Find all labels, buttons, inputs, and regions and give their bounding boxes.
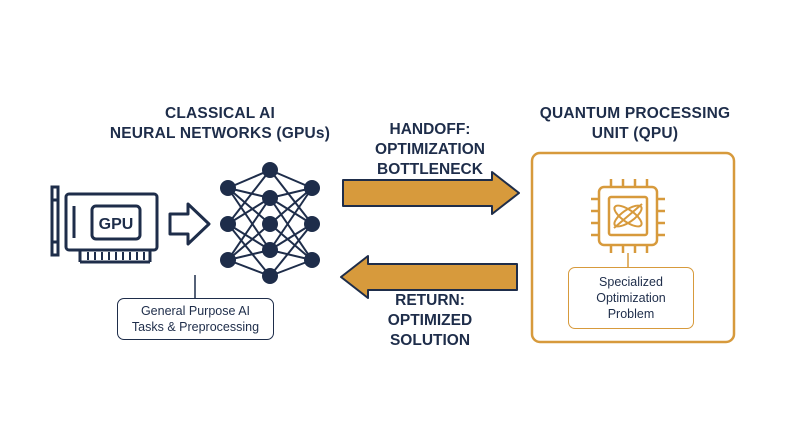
handoff-line3: BOTTLENECK [377,161,483,178]
gpu-card-icon [50,185,159,264]
outline-arrow-icon [168,202,211,246]
classical-title-line1: CLASSICAL AI [164,105,276,122]
handoff-label: HANDOFF: OPTIMIZATION BOTTLENECK [330,120,530,180]
gpu-chip-label: GPU [99,216,134,233]
qpu-callout: Specialized Optimization Problem [568,267,694,329]
classical-title-line2: NEURAL NETWORKS (GPUs) [109,125,331,142]
qpu-callout-line1: Specialized [599,275,663,289]
qpu-frame [530,151,736,344]
quantum-processing-title: QUANTUM PROCESSING UNIT (QPU) [500,104,770,144]
return-arrow [340,255,518,299]
classical-callout-line1: General Purpose AI [140,304,251,318]
classical-callout-line2: Tasks & Preprocessing [131,320,260,334]
qpu-callout-line3: Problem [607,307,655,321]
classical-ai-title: CLASSICAL AI NEURAL NETWORKS (GPUs) [95,104,345,144]
gpu-pins [87,252,145,260]
neural-network-icon [220,162,320,284]
qpu-callout-line2: Optimization [596,291,666,305]
atom-orbit-icon [613,203,643,229]
return-label: RETURN: OPTIMIZED SOLUTION [330,291,530,351]
quantum-title-line1: QUANTUM PROCESSING [539,105,731,122]
handoff-line1: HANDOFF: [389,121,471,138]
quantum-chip-icon [591,179,665,253]
handoff-line2: OPTIMIZATION [375,141,485,158]
quantum-title-line2: UNIT (QPU) [591,125,679,142]
handoff-arrow [342,171,520,215]
classical-callout: General Purpose AI Tasks & Preprocessing [117,298,274,340]
return-line1: RETURN: [395,292,465,309]
return-line2: OPTIMIZED [387,312,473,329]
return-line3: SOLUTION [389,332,471,349]
